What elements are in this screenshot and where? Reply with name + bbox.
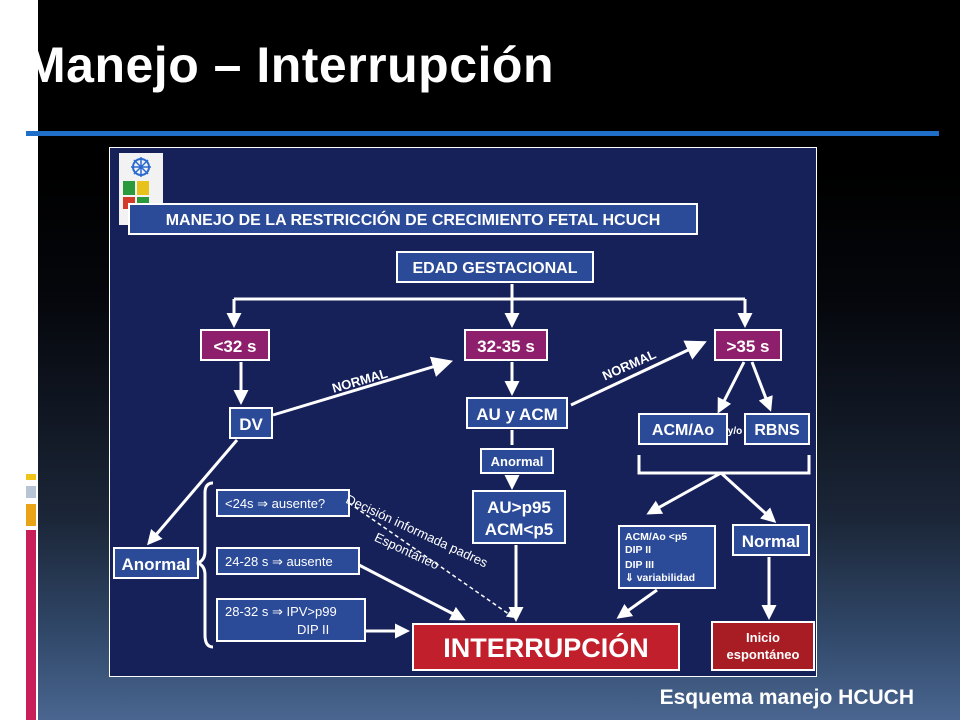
au-p95-text: AU>p95 <box>487 498 551 517</box>
au-acm-text: AU y ACM <box>476 405 558 424</box>
acm-list-item-1: ACM/Ao <p5 <box>625 531 687 543</box>
acm-list-item-4: ⇓ variabilidad <box>625 572 695 584</box>
cond2-arrow <box>358 563 466 621</box>
acm-list-box <box>618 525 716 589</box>
dv-box <box>229 407 273 439</box>
cond2-text: 24-28 s ⇒ ausente <box>225 554 333 569</box>
normal-arrows <box>272 340 707 417</box>
interrupcion-box <box>412 623 680 671</box>
cond1-dashed-arrow <box>348 502 515 618</box>
normal-box-text: Normal <box>742 532 801 551</box>
branch-lines <box>226 284 753 328</box>
cond2-box <box>216 547 360 575</box>
anormal-small-text: Anormal <box>491 454 544 469</box>
anormal-box <box>113 547 199 579</box>
gt35-box <box>714 329 782 361</box>
lt32-text: <32 s <box>213 337 256 356</box>
rbns-box <box>744 413 810 445</box>
acm-p5-text: ACM<p5 <box>485 520 553 539</box>
slide-title: Manejo – Interrupción <box>24 37 555 93</box>
inicio-text-2: espontáneo <box>727 647 800 662</box>
au-p95-box <box>472 490 566 544</box>
lt32-box <box>200 329 270 361</box>
left-brace <box>196 481 214 649</box>
slide-caption: Esquema manejo HCUCH <box>659 686 914 709</box>
flowchart-diagram: MANEJO DE LA RESTRICCIÓN DE CRECIMIENTO … <box>109 147 817 677</box>
rbns-text: RBNS <box>754 422 800 439</box>
dv-to-anormal-arrow <box>147 439 239 546</box>
cond3-box <box>216 598 366 642</box>
acm-list-to-interrupcion-arrow <box>616 588 658 619</box>
normal-box <box>732 524 810 556</box>
cond1-text: <24s ⇒ ausente? <box>225 496 325 511</box>
down-arrows <box>233 361 773 414</box>
gt35-text: >35 s <box>726 337 769 356</box>
yo-text: y/o <box>728 426 742 437</box>
mid-text: 32-35 s <box>477 337 535 356</box>
header-box <box>128 203 698 235</box>
edad-gestacional-box <box>396 251 594 283</box>
acm-list-item-2: DIP II <box>625 544 651 556</box>
acm-list-item-3: DIP III <box>625 559 654 571</box>
edge-decoration <box>26 474 36 720</box>
cond3b-text: DIP II <box>297 622 329 637</box>
acm-ao-text: ACM/Ao <box>652 422 714 439</box>
title-bracket-mark <box>21 58 38 108</box>
dv-text: DV <box>239 415 263 434</box>
inicio-box <box>711 621 815 671</box>
cond3a-text: 28-32 s ⇒ IPV>p99 <box>225 604 337 619</box>
edad-gestacional-text: EDAD GESTACIONAL <box>412 260 577 277</box>
mid-box <box>464 329 548 361</box>
interrupcion-text: INTERRUPCIÓN <box>443 632 649 663</box>
title-underline <box>26 131 939 136</box>
header-text: MANEJO DE LA RESTRICCIÓN DE CRECIMIENTO … <box>166 210 661 229</box>
acm-ao-box <box>638 413 728 445</box>
anormal-small-box <box>480 448 554 474</box>
anormal-text: Anormal <box>122 555 191 574</box>
au-acm-box <box>466 397 568 429</box>
inicio-text-1: Inicio <box>746 630 780 645</box>
right-bracket <box>637 455 811 524</box>
